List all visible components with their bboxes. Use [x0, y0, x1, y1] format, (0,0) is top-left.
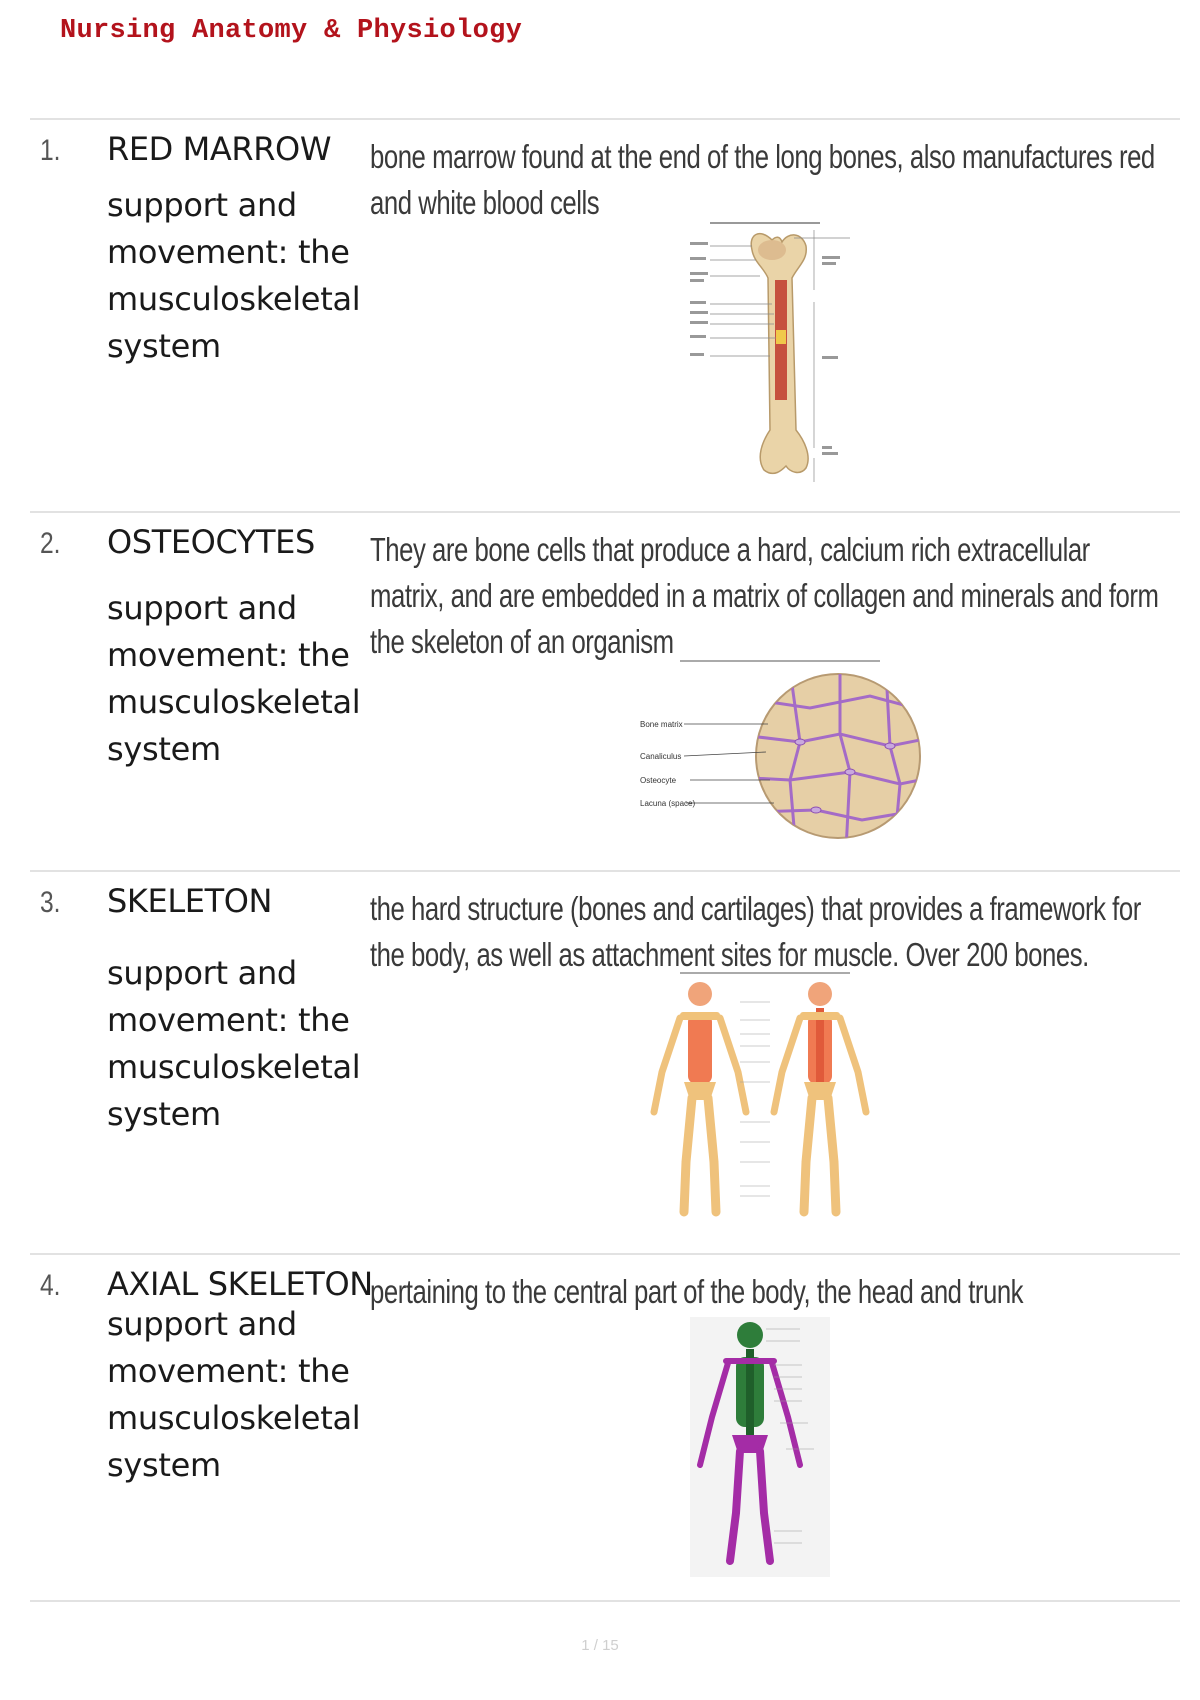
card-definition: the hard structure (bones and cartilages… [370, 890, 1141, 973]
figure-label: Osteocyte [640, 776, 677, 785]
divider [30, 118, 1180, 120]
skeleton-icon [650, 972, 870, 1217]
card-term: RED MARROW [107, 130, 332, 168]
card-definition: bone marrow found at the end of the long… [370, 138, 1155, 221]
card-number: 1. [40, 134, 61, 167]
card-definition: pertaining to the central part of the bo… [370, 1273, 1024, 1310]
divider [30, 870, 1180, 872]
card-term-block: AXIAL SKELETON support and movement: the… [107, 1265, 377, 1489]
card-set-name: support and movement: the musculoskeleta… [107, 186, 361, 365]
card-term: SKELETON [107, 882, 273, 920]
card-term-block: SKELETON support and movement: the muscu… [107, 882, 377, 1138]
flashcard-3: 3. SKELETON support and movement: the mu… [30, 872, 1180, 1252]
card-term: AXIAL SKELETON [107, 1265, 373, 1303]
card-term-block: OSTEOCYTES support and movement: the mus… [107, 523, 377, 773]
axial-skeleton-icon [690, 1317, 830, 1577]
card-number: 2. [40, 527, 61, 560]
card-set-name: support and movement: the musculoskeleta… [107, 954, 361, 1133]
card-definition: They are bone cells that produce a hard,… [370, 531, 1159, 660]
card-term: OSTEOCYTES [107, 523, 315, 561]
flashcard-4: 4. AXIAL SKELETON support and movement: … [30, 1255, 1180, 1595]
flashcard-2: 2. OSTEOCYTES support and movement: the … [30, 513, 1180, 869]
card-definition-block: the hard structure (bones and cartilages… [370, 886, 1170, 978]
flashcard-1: 1. RED MARROW support and movement: the … [30, 120, 1180, 510]
figure-label: Canaliculus [640, 752, 681, 761]
card-number: 4. [40, 1269, 61, 1302]
divider [30, 511, 1180, 513]
card-definition-block: They are bone cells that produce a hard,… [370, 527, 1170, 665]
bone-tissue-icon: Bone matrix Canaliculus Osteocyte Lacuna… [640, 660, 921, 839]
card-set-name: support and movement: the musculoskeleta… [107, 1305, 361, 1484]
divider [30, 1600, 1180, 1602]
card-number: 3. [40, 886, 61, 919]
figure-label: Bone matrix [640, 720, 683, 729]
card-term-block: RED MARROW support and movement: the mus… [107, 130, 377, 370]
long-bone-icon [690, 222, 850, 482]
figure-label: Lacuna (space) [640, 799, 695, 808]
card-definition-block: bone marrow found at the end of the long… [370, 134, 1170, 226]
page-number: 1 / 15 [581, 1637, 619, 1654]
page-title: Nursing Anatomy & Physiology [60, 16, 523, 46]
card-set-name: support and movement: the musculoskeleta… [107, 589, 361, 768]
card-definition-block: pertaining to the central part of the bo… [370, 1269, 1170, 1315]
divider [30, 1253, 1180, 1255]
